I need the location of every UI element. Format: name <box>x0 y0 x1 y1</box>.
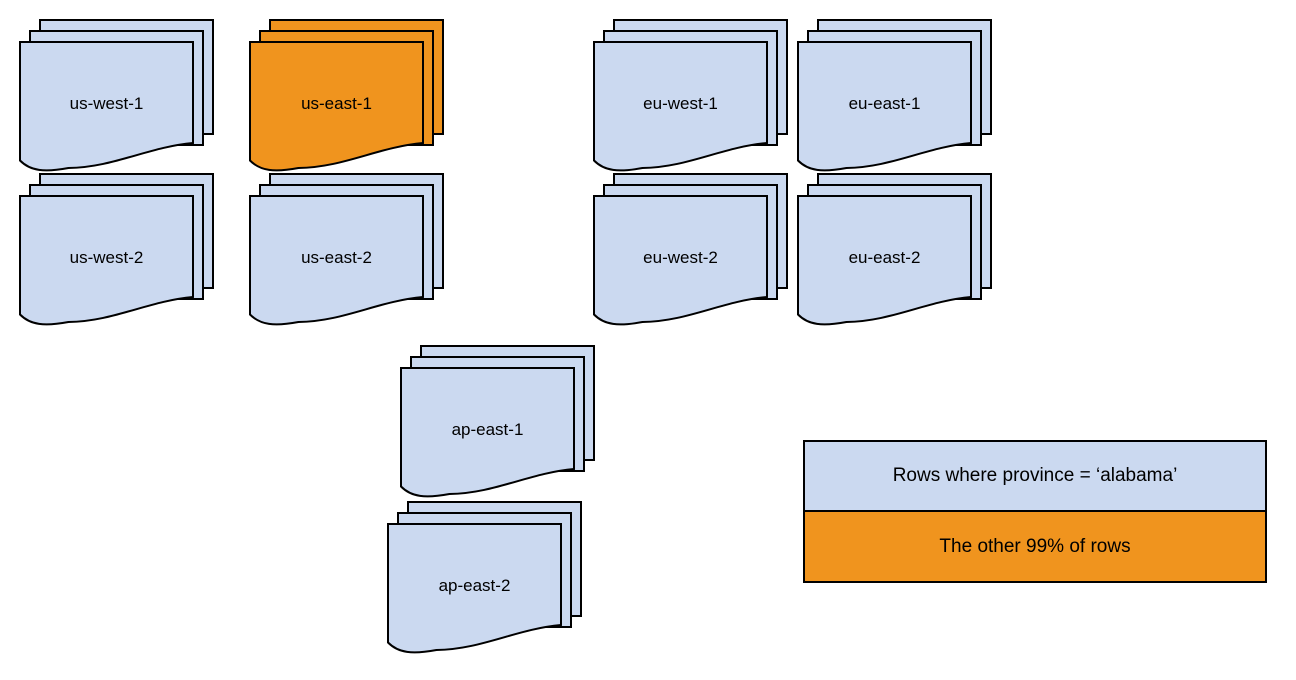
document-stack-ap-east-2[interactable]: ap-east-2 <box>382 496 587 656</box>
document-stack-shape-us-east-2 <box>249 173 444 326</box>
document-sheet-front-us-west-1 <box>19 41 194 172</box>
legend: Rows where province = ‘alabama’ The other… <box>803 440 1267 583</box>
document-stack-shape-us-west-2 <box>19 173 214 326</box>
document-stack-shape-ap-east-1 <box>400 345 595 498</box>
legend-entry-legend-orange: The other 99% of rows <box>805 512 1265 581</box>
document-stack-eu-east-1[interactable]: eu-east-1 <box>792 14 997 174</box>
document-sheet-front-eu-east-1 <box>797 41 972 172</box>
document-sheet-front-ap-east-2 <box>387 523 562 654</box>
document-stack-us-east-1[interactable]: us-east-1 <box>244 14 449 174</box>
document-sheet-front-us-east-2 <box>249 195 424 326</box>
document-stack-shape-eu-east-1 <box>797 19 992 172</box>
document-stack-eu-east-2[interactable]: eu-east-2 <box>792 168 997 328</box>
document-stack-us-west-1[interactable]: us-west-1 <box>14 14 219 174</box>
document-stack-shape-eu-west-2 <box>593 173 788 326</box>
document-stack-shape-eu-east-2 <box>797 173 992 326</box>
document-stack-shape-ap-east-2 <box>387 501 582 654</box>
legend-entry-label: Rows where province = ‘alabama’ <box>892 465 1178 487</box>
document-sheet-front-us-east-1 <box>249 41 424 172</box>
document-stack-ap-east-1[interactable]: ap-east-1 <box>395 340 600 500</box>
legend-entry-legend-blue: Rows where province = ‘alabama’ <box>805 442 1265 513</box>
document-stack-shape-eu-west-1 <box>593 19 788 172</box>
document-stack-shape-us-west-1 <box>19 19 214 172</box>
document-stack-us-west-2[interactable]: us-west-2 <box>14 168 219 328</box>
document-stack-eu-west-1[interactable]: eu-west-1 <box>588 14 793 174</box>
document-stack-eu-west-2[interactable]: eu-west-2 <box>588 168 793 328</box>
document-sheet-front-us-west-2 <box>19 195 194 326</box>
document-sheet-front-eu-west-2 <box>593 195 768 326</box>
document-stack-us-east-2[interactable]: us-east-2 <box>244 168 449 328</box>
document-sheet-front-eu-east-2 <box>797 195 972 326</box>
legend-entry-label: The other 99% of rows <box>939 535 1131 557</box>
document-sheet-front-eu-west-1 <box>593 41 768 172</box>
document-stack-shape-us-east-1 <box>249 19 444 172</box>
document-sheet-front-ap-east-1 <box>400 367 575 498</box>
